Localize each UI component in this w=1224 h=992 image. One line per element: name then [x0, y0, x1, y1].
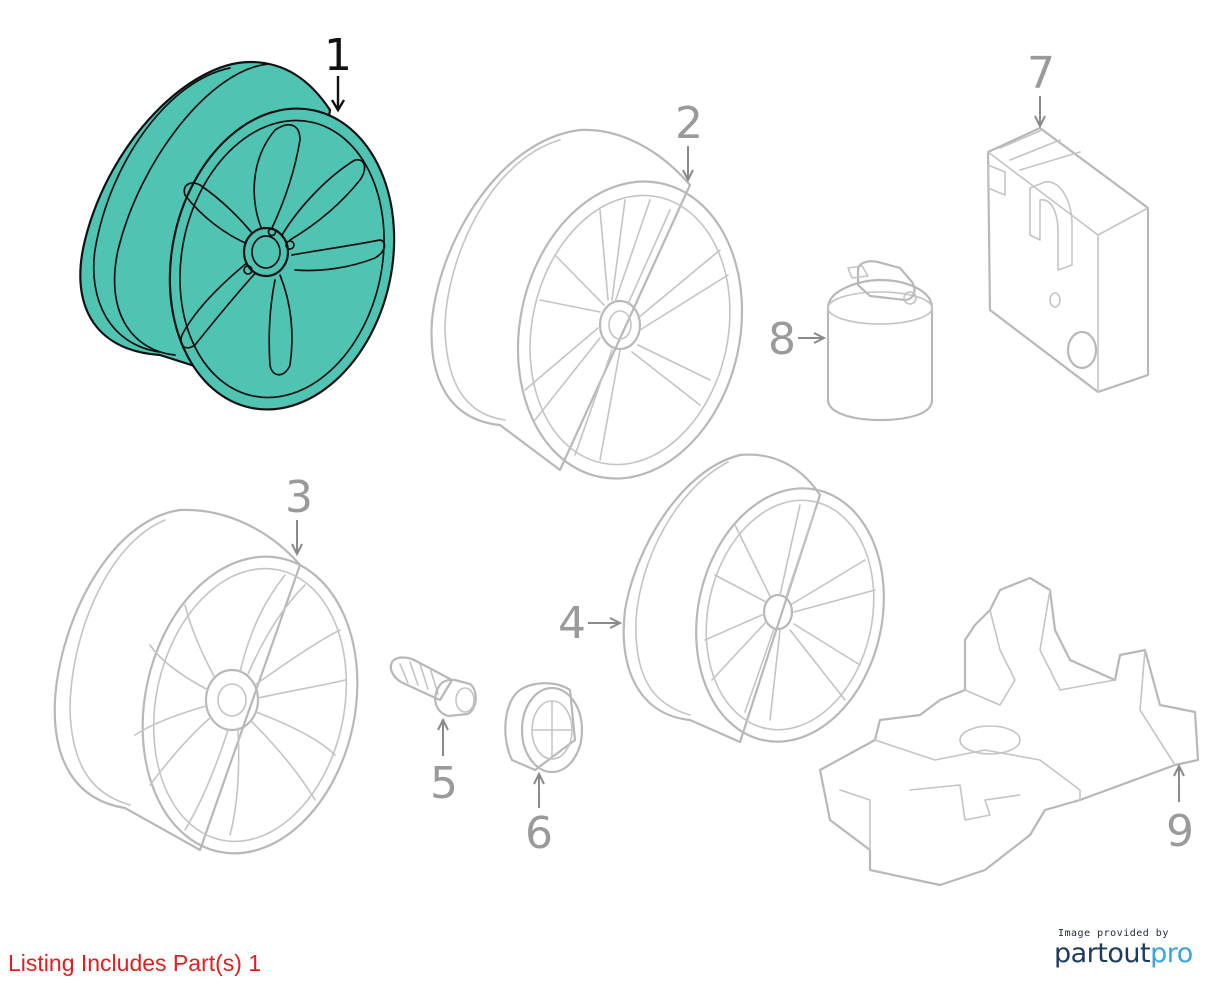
part-2-wheel[interactable]: [430, 128, 769, 500]
callout-7: 7: [1027, 48, 1055, 99]
callout-3: 3: [285, 472, 313, 523]
part-4-wheel[interactable]: [622, 453, 907, 760]
brand-provided-by: Image provided by: [1058, 928, 1169, 939]
brand-wordmark: partoutpro: [1054, 939, 1214, 969]
part-6-hub-cap[interactable]: [504, 682, 584, 774]
part-9-foam-tray[interactable]: [818, 576, 1200, 887]
callout-4: 4: [558, 598, 586, 649]
callout-9: 9: [1166, 806, 1194, 857]
callout-numbers: 1 2 3 4 5 6 7 8 9: [285, 30, 1194, 859]
callout-1: 1: [324, 30, 352, 81]
brand-name-part1: partout: [1054, 938, 1151, 969]
leader-lines: [291, 76, 1185, 808]
listing-note: Listing Includes Part(s) 1: [8, 950, 262, 976]
part-3-wheel[interactable]: [53, 508, 384, 874]
callout-6: 6: [525, 808, 553, 859]
callout-2: 2: [675, 98, 703, 149]
brand-logo[interactable]: Image provided by partoutpro: [1054, 928, 1214, 969]
part-1-wheel[interactable]: [79, 60, 421, 431]
part-5-wheel-bolt[interactable]: [389, 656, 477, 718]
part-7-compressor[interactable]: [986, 126, 1150, 394]
callout-5: 5: [430, 758, 458, 809]
callout-8: 8: [768, 314, 796, 365]
part-8-sealant-bottle[interactable]: [826, 260, 934, 422]
brand-name-part2: pro: [1150, 938, 1193, 969]
